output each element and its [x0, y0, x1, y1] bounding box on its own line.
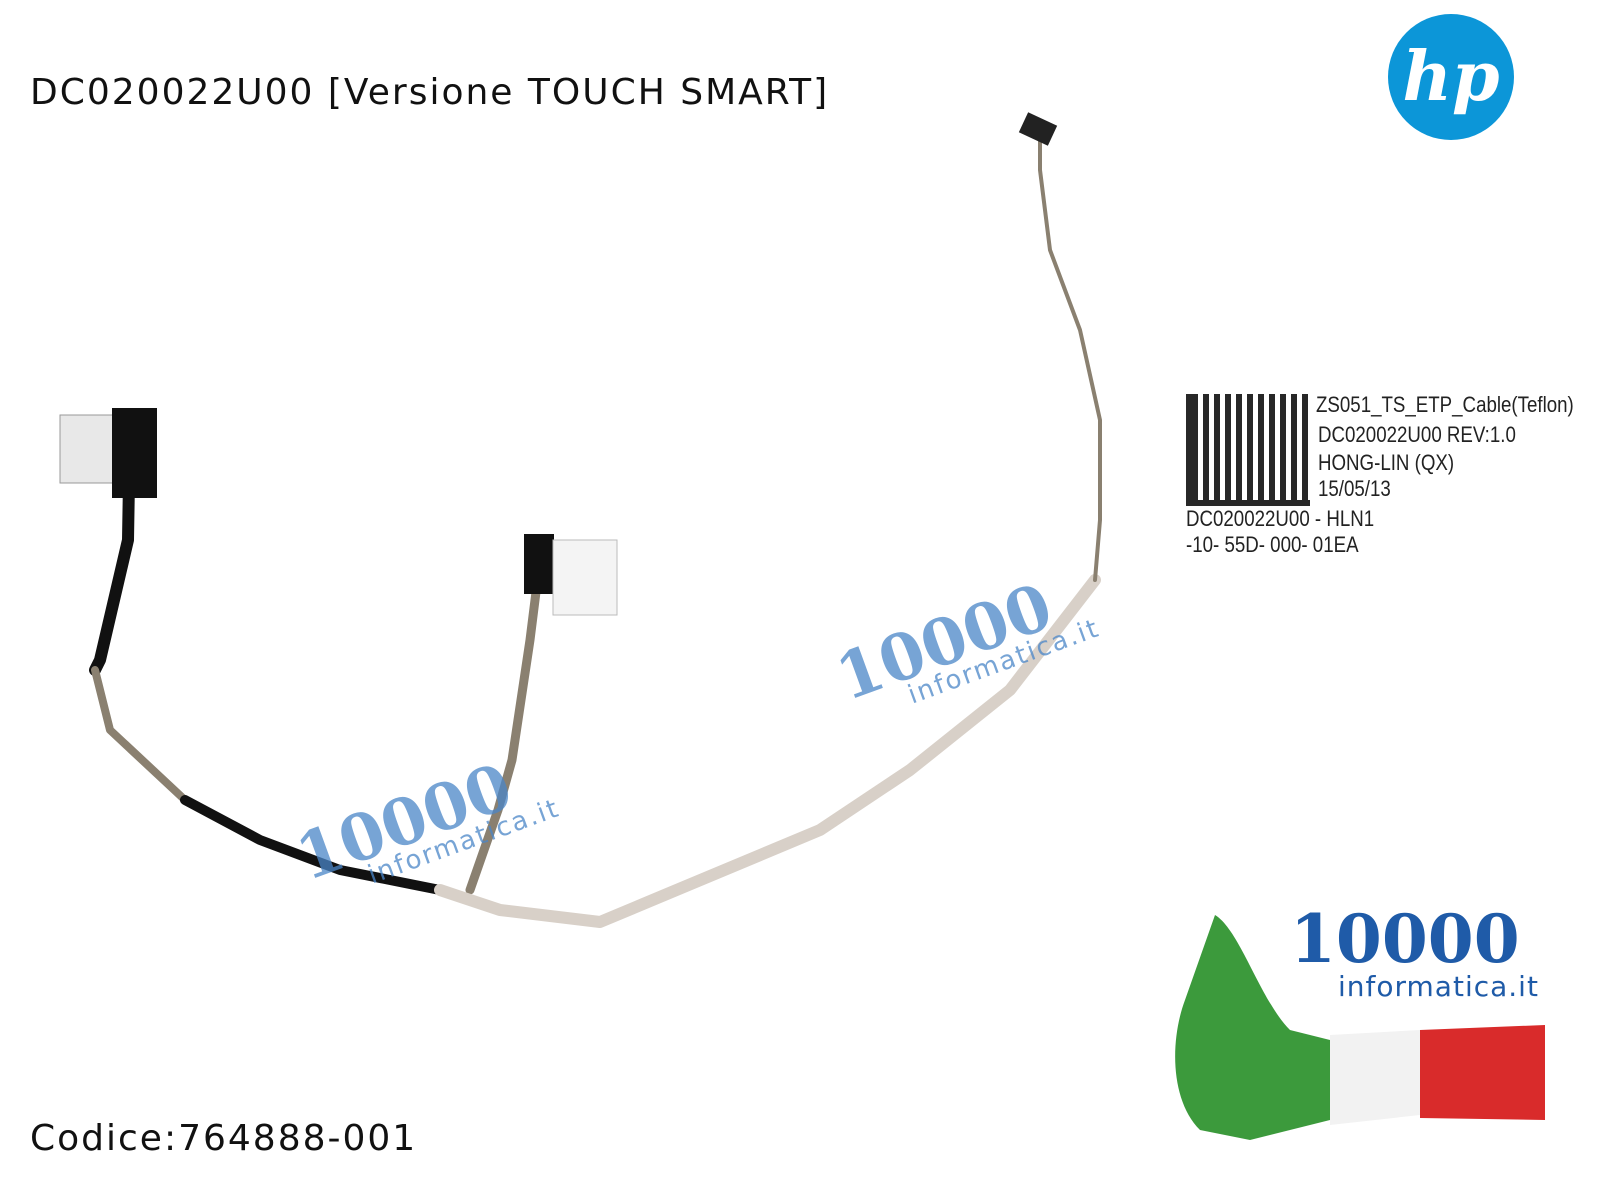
product-title: DC020022U00 [Versione TOUCH SMART]	[30, 72, 830, 113]
connector-middle	[524, 534, 554, 594]
product-code: Codice:764888-001	[30, 1118, 418, 1159]
connector-left	[59, 414, 121, 484]
connector-top	[1018, 112, 1058, 146]
label-line: HONG-LIN (QX)	[1318, 450, 1455, 475]
label-line: 15/05/13	[1318, 476, 1391, 501]
hp-logo: hp	[1388, 14, 1514, 140]
cable-middle	[465, 555, 545, 895]
hp-logo-text: hp	[1402, 37, 1500, 117]
label-line: ZS051_TS_ETP_Cable(Teflon)	[1316, 392, 1574, 417]
datamatrix-code	[1186, 394, 1310, 506]
cable-right	[1038, 138, 1102, 582]
badge-number: 10000	[1290, 900, 1520, 978]
label-line: DC020022U00 - HLN1	[1186, 506, 1375, 531]
label-line: DC020022U00 REV:1.0	[1318, 422, 1516, 447]
cable-left-grey	[91, 666, 189, 804]
label-line: -10- 55D- 000- 01EA	[1186, 532, 1359, 557]
badge-site: informatica.it	[1338, 970, 1539, 1003]
cable-left-black-lower	[180, 795, 445, 895]
cable-main-tape	[434, 574, 1101, 928]
